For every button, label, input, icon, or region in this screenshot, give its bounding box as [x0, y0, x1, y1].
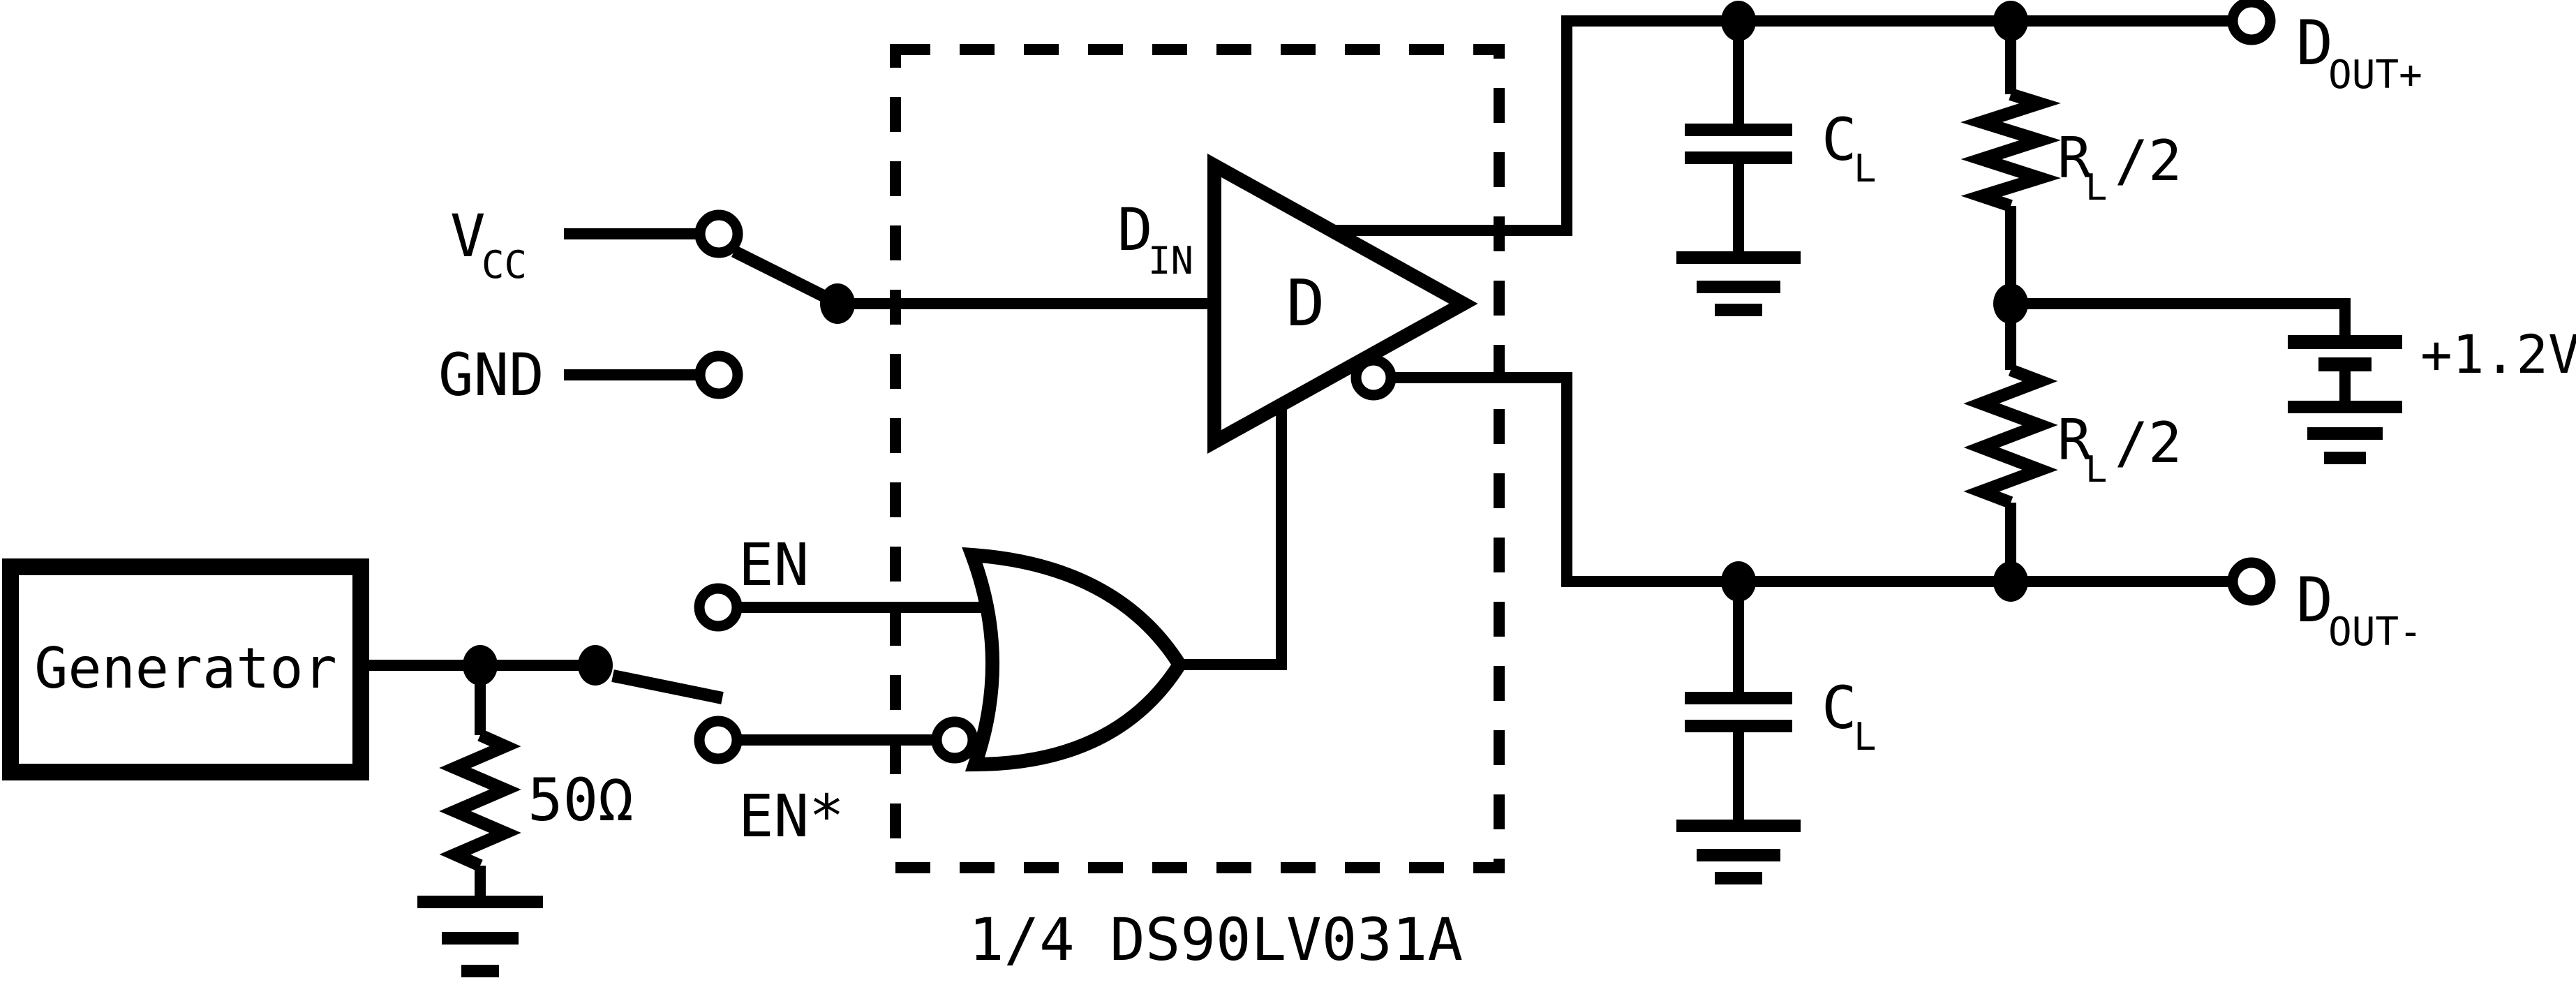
input-level-select: V CC GND: [438, 202, 855, 409]
load-capacitor-upper: C L: [1676, 21, 1877, 316]
ground-symbol: [1676, 820, 1801, 884]
resistor-zigzag-50ohm: [439, 729, 521, 872]
cap-label: C: [1822, 105, 1857, 174]
dout-plus-label-subscript: OUT+: [2328, 52, 2422, 98]
load-capacitor-lower: C L: [1676, 582, 1877, 884]
resistor-zigzag-rl2: [1963, 364, 2058, 509]
junction-dot: [578, 645, 613, 686]
vcc-label-subscript: CC: [482, 243, 527, 287]
dout-minus-rail: [1391, 372, 2232, 587]
res-label: R: [2057, 408, 2092, 473]
en-terminal: [694, 583, 743, 632]
vcc-terminal: [694, 209, 743, 258]
ground-symbol: [1676, 251, 1801, 316]
res-label-divider: /2: [2115, 128, 2182, 193]
driver-label: D: [1286, 266, 1325, 341]
en-star-terminal: [694, 716, 743, 764]
res-label-subscript: L: [2085, 167, 2107, 209]
cap-label: C: [1822, 674, 1857, 742]
ground-symbol: [417, 896, 543, 977]
driver-triangle: [1207, 154, 1478, 454]
enable-wire-to-driver: [1179, 407, 1287, 670]
dout-plus-terminal: [2227, 0, 2276, 45]
dout-plus-label: D: [2296, 7, 2333, 79]
driver-inverting-bubble: [1350, 355, 1397, 401]
resistor-zigzag-rl2: [1960, 88, 2061, 212]
res-label-subscript: L: [2085, 449, 2107, 491]
source-resistor-label: 50Ω: [528, 766, 634, 834]
load-resistor-upper: R L /2: [1960, 21, 2182, 304]
dout-minus-label: D: [2296, 564, 2333, 636]
gnd-terminal: [694, 350, 743, 399]
signal-generator: Generator: [2, 558, 613, 780]
part-label: 1/4 DS90LV031A: [969, 905, 1463, 974]
enable-select-switch-arm: [611, 669, 724, 704]
ground-symbol: [2288, 401, 2402, 464]
din-label: D: [1117, 195, 1153, 264]
lvds-driver: D: [1207, 154, 1478, 454]
or-gate-inverting-bubble: [931, 716, 978, 764]
din-label-subscript: IN: [1148, 239, 1193, 283]
enable-logic: EN EN*: [694, 407, 1287, 850]
center-tap-wire: [2011, 298, 2351, 343]
source-termination-resistor: 50Ω: [417, 665, 634, 977]
res-label: R: [2057, 126, 2092, 191]
dout-minus-terminal: [2227, 557, 2276, 606]
en-star-label: EN*: [738, 782, 844, 850]
cap-label-subscript: L: [1854, 147, 1877, 191]
dout-plus-rail: [1332, 15, 2232, 236]
bias-label: +1.2V: [2420, 323, 2576, 385]
en-label: EN: [738, 531, 809, 599]
dout-minus-label-subscript: OUT-: [2328, 609, 2422, 655]
bias-source: +1.2V: [1993, 283, 2576, 464]
enable-or-gate: [962, 547, 1188, 772]
generator-label: Generator: [34, 636, 336, 701]
input-select-switch-arm: [731, 245, 835, 306]
res-label-divider: /2: [2115, 410, 2182, 475]
cap-label-subscript: L: [1854, 715, 1877, 759]
vcc-label: V: [450, 202, 486, 270]
load-resistor-lower: R L /2: [1963, 304, 2182, 582]
gnd-label: GND: [438, 341, 544, 409]
